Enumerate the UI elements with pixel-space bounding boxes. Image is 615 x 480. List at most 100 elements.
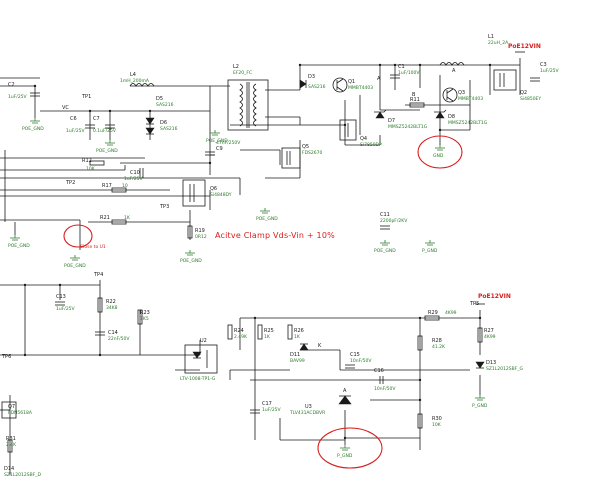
q7-value: FDN5618A [8, 410, 33, 416]
net-tp4: TP4 [93, 272, 103, 278]
zener-d8: D8 MMSZ5242BLT1G [434, 109, 488, 126]
inductor-l1: L1 22uH_2A [439, 34, 509, 66]
u2-value: LTV-1008-TP1-G [180, 376, 216, 382]
gnd-poe-8-label: POE_GND [374, 248, 396, 254]
poe12vin-mid: PoE12VIN [475, 293, 511, 305]
capacitor-c2: C2 1uF/25V [8, 82, 40, 100]
r30-ref: R30 [432, 416, 442, 422]
resistor-r17: R17 10 [102, 183, 128, 193]
diode-d13: D13 SZ1L2012SBF_G [475, 360, 524, 372]
capacitor-c17: C17 1uF/25V [250, 401, 282, 414]
l4-ref: L4 [130, 72, 136, 78]
net-a2: A [452, 68, 456, 74]
c1-ref: C1 [398, 64, 405, 70]
q5-value: FDS2670 [302, 150, 322, 156]
gnd-poe-3-label: POE_GND [206, 138, 228, 144]
c2-value: 1uF/25V [8, 94, 28, 100]
r25-ref: R25 [264, 328, 274, 334]
mosfet-q7: Q7 FDN5618A [1, 401, 33, 419]
d7-value: MMSZ5242BLT1G [388, 124, 428, 130]
l4-value: 1mH_200mA [120, 78, 150, 84]
net-tp3: TP3 [159, 204, 169, 210]
q6-value: Si4848DY [210, 192, 232, 198]
r12-value: 10K [86, 166, 96, 172]
net-tp6: TP6 [1, 354, 11, 360]
c17-value: 1uF/25V [262, 407, 282, 413]
r22-value: 34K8 [106, 305, 118, 311]
gnd-poe-6-label: POE_GND [64, 263, 86, 269]
resistor-r12: R12 10K [82, 158, 105, 172]
gnd-poe-5-label: POE_GND [8, 243, 30, 249]
gnd-poe-2: POE_GND [96, 140, 118, 154]
diode-d5: D5 SAS216 [145, 96, 174, 125]
r25-value: 1K [264, 334, 271, 340]
gnd-gnd-1-label: GND [433, 153, 444, 159]
c1-value: 1uF/100V [398, 70, 420, 76]
diode-d11: D11 BAV99 [290, 343, 309, 364]
transistor-q1: Q1 MMBT4403 [332, 77, 373, 93]
r28-ref: R28 [432, 338, 442, 344]
resistor-r22: R22 34K8 [97, 297, 118, 313]
d14-ref: D14 [4, 466, 14, 472]
capacitor-c6: C6 1uF/25V [66, 116, 95, 134]
net-tp5: TP5 [469, 301, 479, 307]
gnd-p-3-label: P_GND [337, 453, 353, 459]
u3-value: TLV431ACDBVR [289, 410, 325, 416]
shunt-regulator-u3: U3 TLV431ACDBVR [289, 395, 352, 416]
resistor-r31: R31 2.4K [6, 436, 17, 453]
c15-value: 10nF/50V [350, 358, 372, 364]
r26-ref: R26 [294, 328, 304, 334]
c14-ref: C14 [108, 330, 118, 336]
r29-value: 4K99 [445, 310, 457, 316]
capacitor-c13: C13 1uF/25V [55, 294, 76, 312]
d7-ref: D7 [388, 118, 395, 124]
r23-ref: R23 [140, 310, 150, 316]
resistor-r23: R23 1K5 [137, 309, 150, 325]
inductor-l4: L4 1mH_200mA [120, 72, 155, 87]
r26-value: 1K [294, 334, 301, 340]
zener-d7: D7 MMSZ5242BLT1G [374, 109, 428, 130]
c13-value: 1uF/25V [56, 306, 76, 312]
d5-value: SAS216 [156, 102, 174, 108]
d8-ref: D8 [448, 114, 455, 120]
diode-d6: D6 SAS216 [145, 120, 178, 135]
c10-value: 1uF/25V [124, 176, 144, 182]
top-wiring [0, 58, 521, 250]
gnd-p-2-label: P_GND [472, 403, 488, 409]
capacitor-c3: C3 1uF/25V [530, 62, 560, 82]
r17-ref: R17 [102, 183, 112, 189]
q4-value: Si7850DP [360, 142, 382, 148]
d3-ref: D3 [308, 74, 315, 80]
r28-value: 41.2K [432, 344, 446, 350]
poe12vin-mid-label: PoE12VIN [478, 293, 511, 300]
d13-value: SZ1L2012SBF_G [486, 366, 524, 372]
c2-ref: C2 [8, 82, 15, 88]
r17-value: 10 [122, 183, 128, 189]
capacitor-c16: C16 10nF/50V [374, 368, 396, 392]
r24-value: 2.49K [234, 334, 248, 340]
c-highlight-circle [63, 224, 93, 248]
transistor-q3: Q3 MMBT4403 [442, 87, 483, 103]
net-a3: A [343, 388, 347, 394]
r27-value: 4K99 [484, 334, 496, 340]
poe12vin-top-label: PoE12VIN [508, 43, 541, 50]
q2-ref: Q2 [520, 90, 527, 96]
r31-ref: R31 [6, 436, 16, 442]
d14-value: SZ1L2012SBF_D [4, 472, 42, 478]
capacitor-c10: C10 1uF/25V [124, 168, 144, 182]
capacitor-c11: C11 2200pF/2KV [380, 212, 408, 230]
mosfet-q6: Q6 Si4848DY [182, 179, 232, 207]
resistor-r19: R19 0R12 [187, 225, 207, 240]
gnd-p-3: P_GND [337, 445, 353, 459]
r31-value: 2.4K [6, 442, 17, 448]
q5-ref: Q5 [302, 144, 309, 150]
gnd-poe-1-label: POE_GND [22, 126, 44, 132]
r19-ref: R19 [195, 228, 205, 234]
q1-ref: Q1 [348, 79, 355, 85]
net-b: B [412, 92, 416, 98]
l2-value: EF20_FC [233, 70, 252, 76]
c10-ref: C10 [130, 170, 140, 176]
l2-ref: L2 [233, 64, 239, 70]
c16-value: 10nF/50V [374, 386, 396, 392]
d6-ref: D6 [160, 120, 167, 126]
